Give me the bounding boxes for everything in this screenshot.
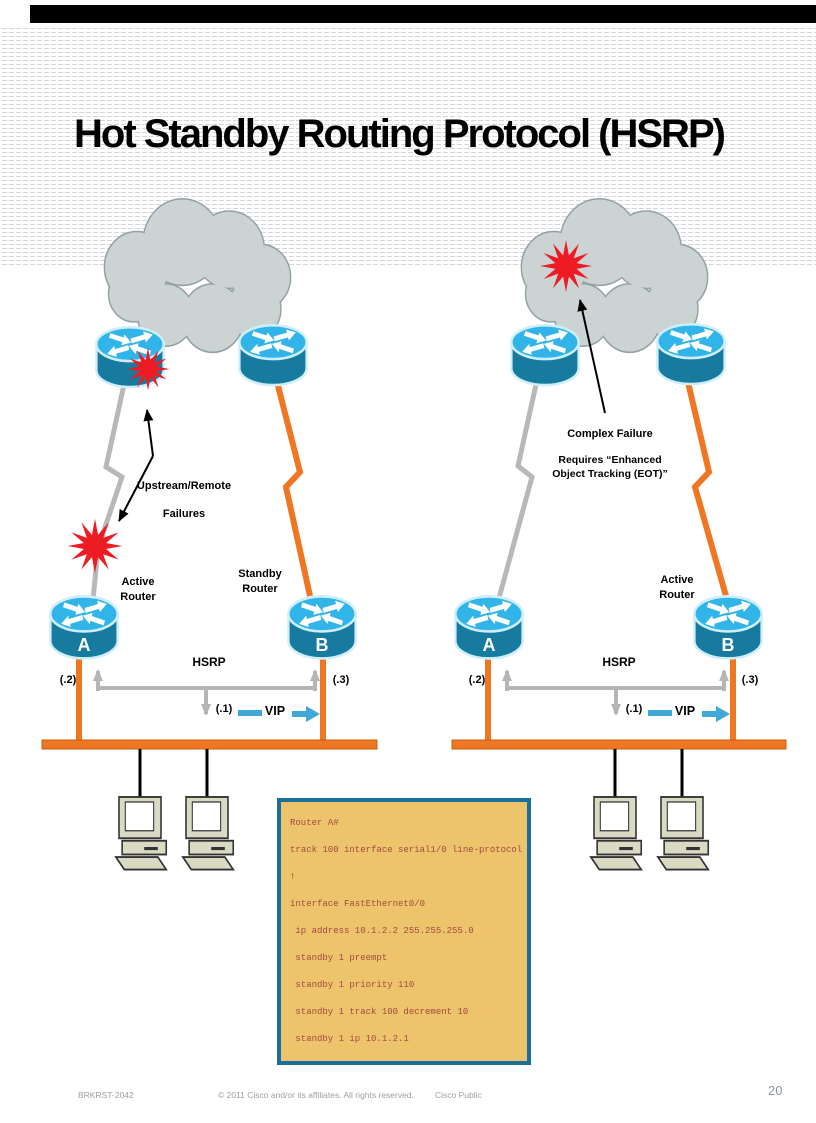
code-line: track 100 interface serial1/0 line-proto…	[290, 845, 523, 855]
router-a-letter-left: A	[78, 635, 91, 655]
top-border-bar	[30, 5, 816, 23]
complex-failure-label: Complex Failure	[567, 428, 653, 440]
hsrp-label-right: HSRP	[602, 655, 636, 669]
page-number: 20	[768, 1083, 783, 1098]
desktop-pc-icon	[589, 796, 643, 871]
router-a-letter-right: A	[483, 635, 496, 655]
code-line: standby 1 preempt	[290, 953, 388, 963]
upstream-router-icon	[239, 325, 306, 385]
standby-router-label-line1: Standby	[238, 568, 282, 580]
desktop-pc-icon	[656, 796, 710, 871]
upstream-router-icon	[511, 325, 578, 385]
standby-router-label-line2: Router	[242, 583, 278, 595]
slide-title: Hot Standby Routing Protocol (HSRP)	[74, 112, 726, 156]
hsrp-bracket-right	[502, 669, 729, 716]
vip-arrow-icon-right	[648, 706, 730, 722]
code-line: !	[290, 872, 296, 882]
footer-classification: Cisco Public	[435, 1090, 482, 1100]
router-b-letter-right: B	[722, 635, 735, 655]
wan-link-gray-right	[496, 379, 540, 599]
footer-copyright: © 2011 Cisco and/or its affiliates. All …	[218, 1090, 414, 1100]
upstream-failures-label-line1: Upstream/Remote	[136, 480, 232, 492]
active-router-label-line2: Router	[120, 591, 156, 603]
router-config-code-block: Router A# track 100 interface serial1/0 …	[277, 798, 531, 1065]
code-line: standby 1 priority 110	[290, 980, 415, 990]
footer-session-id: BRKRST-2042	[78, 1090, 134, 1100]
upstream-failures-label-line2: Failures	[162, 508, 206, 520]
failure-pointer-arrows-left	[118, 409, 154, 522]
ip-dot2-label-left: (.2)	[59, 674, 77, 686]
hsrp-label-left: HSRP	[192, 655, 226, 669]
code-line: ip address 10.1.2.2 255.255.255.0	[290, 926, 474, 936]
code-line: interface FastEthernet0/0	[290, 899, 426, 909]
failure-starburst-link	[67, 518, 123, 574]
code-line: standby 1 track 100 decrement 10	[290, 1007, 469, 1017]
desktop-pc-icon	[114, 796, 168, 871]
wan-link-orange-left	[273, 377, 313, 597]
eot-note-line2: Object Tracking (EOT)”	[552, 467, 668, 480]
code-line: Router A#	[290, 818, 339, 828]
upstream-router-icon	[657, 324, 724, 384]
failure-pointer-arrow-right	[577, 299, 606, 414]
lan-segment-bar-left	[41, 739, 378, 750]
active-router-label-line1: Active	[121, 576, 155, 588]
ip-dot3-label-right: (.3)	[741, 674, 759, 686]
wan-link-orange-right	[684, 377, 729, 597]
background-texture	[0, 28, 816, 268]
eot-note-line1: Requires “Enhanced	[558, 454, 662, 466]
eot-note-label: Requires “Enhanced Object Tracking (EOT)…	[549, 454, 671, 481]
code-line: standby 1 ip 10.1.2.1	[290, 1034, 409, 1044]
desktop-pc-icon	[181, 796, 235, 871]
vip-arrow-icon-left	[238, 706, 320, 722]
vip-label-left: VIP	[264, 704, 286, 718]
active-router-right-line1: Active	[660, 574, 694, 586]
active-router-right-line2: Router	[659, 589, 695, 601]
router-b-letter-left: B	[316, 635, 329, 655]
vip-label-right: VIP	[674, 704, 696, 718]
ip-dot3-label-left: (.3)	[332, 674, 350, 686]
active-router-label-right: Active Router	[647, 573, 707, 603]
vip-ip-label-left: (.1)	[215, 703, 233, 715]
active-router-label-left: Active Router	[108, 575, 168, 605]
vip-ip-label-right: (.1)	[625, 703, 643, 715]
standby-router-label-left: Standby Router	[230, 567, 290, 597]
wan-link-gray-left	[90, 379, 128, 601]
ip-dot2-label-right: (.2)	[468, 674, 486, 686]
hsrp-bracket-left	[93, 669, 320, 716]
lan-segment-bar-right	[451, 739, 787, 750]
